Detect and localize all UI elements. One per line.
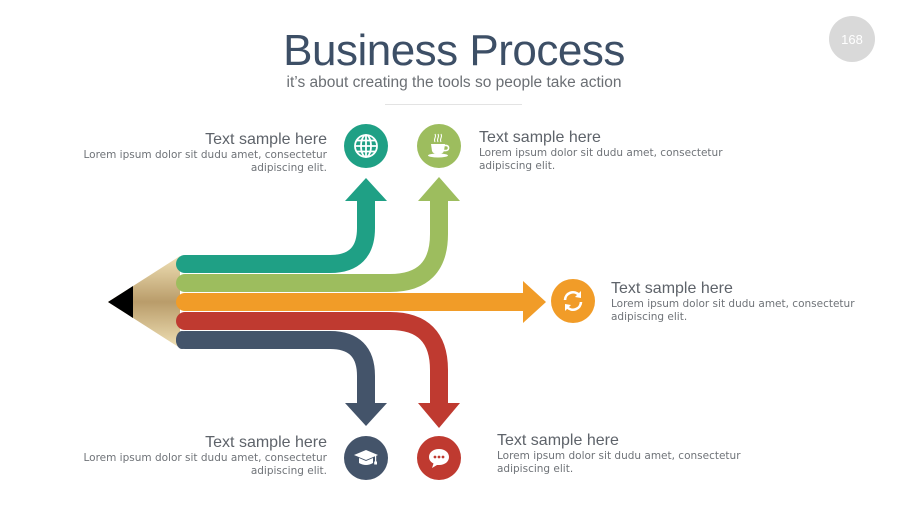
page-number-badge: 168 bbox=[829, 16, 875, 62]
step-body-line2: adipiscing elit. bbox=[250, 162, 327, 174]
step-teal-text: Text sample here Lorem ipsum dolor sit d… bbox=[67, 131, 327, 175]
globe-icon bbox=[344, 124, 388, 168]
step-body-line1: Lorem ipsum dolor sit dudu amet, consect… bbox=[83, 452, 327, 464]
step-green-text: Text sample here Lorem ipsum dolor sit d… bbox=[479, 129, 739, 173]
step-body-line1: Lorem ipsum dolor sit dudu amet, consect… bbox=[497, 450, 741, 462]
step-body-line2: adipiscing elit. bbox=[497, 463, 574, 475]
step-heading: Text sample here bbox=[205, 434, 327, 451]
step-body-line1: Lorem ipsum dolor sit dudu amet, consect… bbox=[479, 147, 723, 159]
step-body-line2: adipiscing elit. bbox=[250, 465, 327, 477]
speech-bubble-icon bbox=[417, 436, 461, 480]
step-navy-text: Text sample here Lorem ipsum dolor sit d… bbox=[67, 434, 327, 478]
slide-subtitle: it’s about creating the tools so people … bbox=[286, 74, 622, 91]
coffee-cup-icon bbox=[417, 124, 461, 168]
red-arrowhead bbox=[418, 403, 460, 428]
navy-arrowhead bbox=[345, 403, 387, 426]
orange-arrowhead bbox=[523, 281, 546, 323]
teal-arrow-band bbox=[176, 191, 375, 273]
step-orange-text: Text sample here Lorem ipsum dolor sit d… bbox=[611, 280, 871, 324]
red-arrow-band bbox=[176, 312, 448, 413]
graduation-cap-icon bbox=[344, 436, 388, 480]
green-arrowhead bbox=[418, 177, 460, 201]
step-body-line1: Lorem ipsum dolor sit dudu amet, consect… bbox=[611, 298, 855, 310]
step-body-line1: Lorem ipsum dolor sit dudu amet, consect… bbox=[83, 149, 327, 161]
pencil-tip bbox=[108, 286, 133, 318]
green-arrow-band bbox=[176, 191, 448, 292]
slide-title: Business Process bbox=[283, 26, 625, 75]
step-body-line2: adipiscing elit. bbox=[479, 160, 556, 172]
step-heading: Text sample here bbox=[611, 280, 733, 297]
step-red-text: Text sample here Lorem ipsum dolor sit d… bbox=[497, 432, 757, 476]
navy-band-cap bbox=[176, 331, 188, 349]
step-body-line2: adipiscing elit. bbox=[611, 311, 688, 323]
teal-arrowhead bbox=[345, 178, 387, 201]
step-heading: Text sample here bbox=[497, 432, 619, 449]
navy-arrow-band bbox=[176, 331, 375, 413]
step-heading: Text sample here bbox=[205, 131, 327, 148]
refresh-icon bbox=[551, 279, 595, 323]
pencil-wood bbox=[108, 256, 180, 348]
step-heading: Text sample here bbox=[479, 129, 601, 146]
title-divider bbox=[385, 104, 522, 105]
